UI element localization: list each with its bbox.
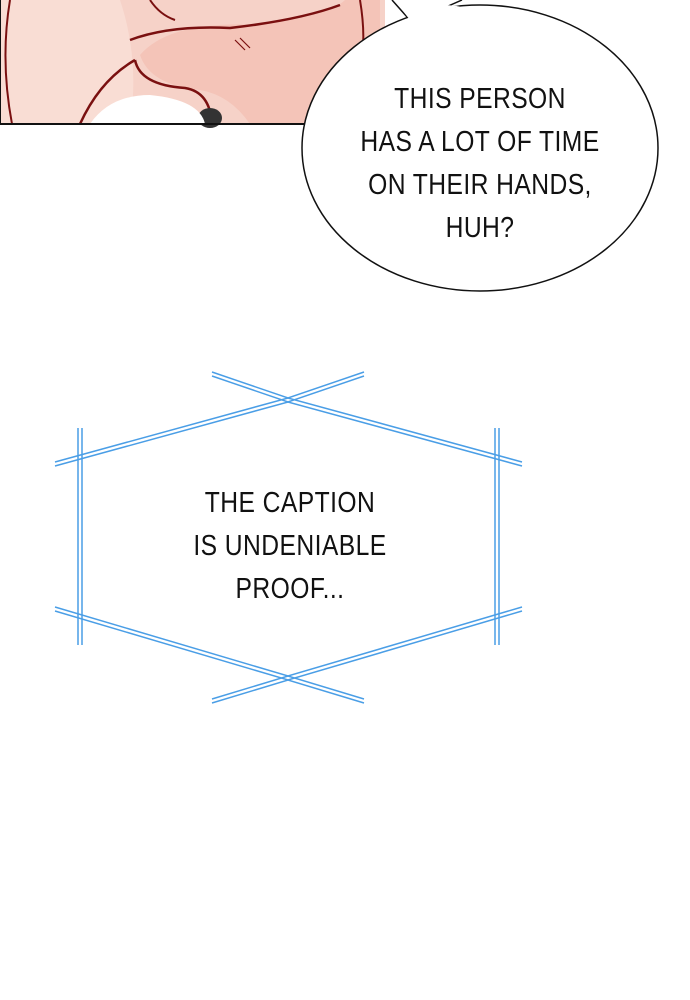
bubble-line: THIS PERSON (394, 83, 566, 115)
bubble-line: HAS A LOT OF TIME (360, 126, 600, 158)
caption-box-border (54, 371, 523, 704)
caption-line: THE CAPTION (204, 487, 376, 519)
bubble-line: HUH? (445, 212, 515, 244)
caption-line: IS UNDENIABLE (193, 530, 387, 562)
bubble-line: ON THEIR HANDS, (368, 169, 592, 201)
comic-panel-hand (0, 0, 385, 128)
caption-line: PROOF... (235, 573, 345, 605)
speech-bubble (301, 0, 659, 292)
caption-text: THE CAPTION IS UNDENIABLE PROOF... (163, 482, 418, 611)
speech-bubble-text: THIS PERSON HAS A LOT OF TIME ON THEIR H… (353, 78, 608, 250)
